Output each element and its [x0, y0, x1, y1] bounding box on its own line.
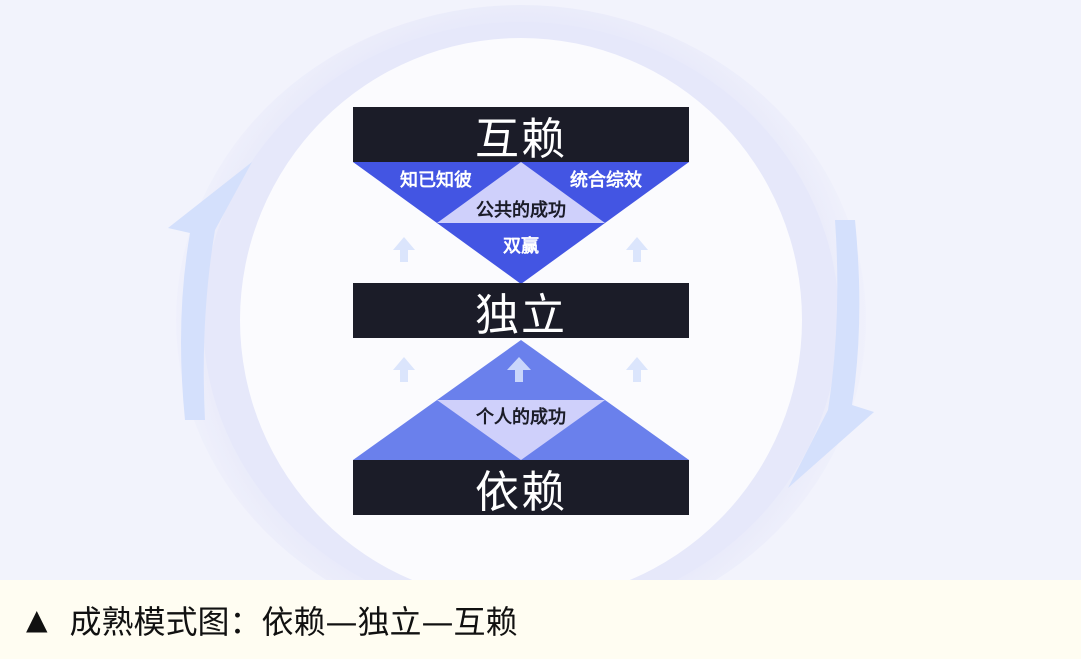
label-win-win: 双赢 — [503, 236, 539, 257]
up-arrow-icon — [507, 357, 531, 382]
diagram-canvas: 互赖 独立 依赖 知已知彼 统合综效 公共的成功 双赢 个人的成功 — [168, 5, 874, 580]
triangle-marker-icon: ▲ — [26, 603, 48, 636]
up-arrows — [393, 237, 648, 382]
level-interdependence: 互赖 — [353, 107, 689, 165]
caption-text: 成熟模式图：依赖—独立—互赖 — [69, 602, 518, 641]
up-arrow-icon — [393, 237, 415, 262]
figure-caption: ▲ 成熟模式图：依赖—独立—互赖 — [0, 580, 1081, 659]
label-know-each-other: 知已知彼 — [400, 170, 472, 191]
level-independence: 独立 — [353, 283, 689, 341]
label-synergy: 统合综效 — [570, 170, 642, 191]
label-public-victory: 公共的成功 — [476, 200, 566, 221]
triangles — [353, 162, 689, 460]
label-private-victory: 个人的成功 — [476, 407, 566, 428]
up-arrow-icon — [626, 357, 648, 382]
up-arrow-icon — [626, 237, 648, 262]
ring-arrow-right-icon — [788, 220, 874, 488]
top-diamond-upper — [437, 162, 605, 223]
level-dependence: 依赖 — [353, 460, 689, 518]
bottom-diamond — [437, 400, 605, 460]
ring-arrow-left-icon — [168, 162, 252, 420]
up-arrow-icon — [393, 357, 415, 382]
